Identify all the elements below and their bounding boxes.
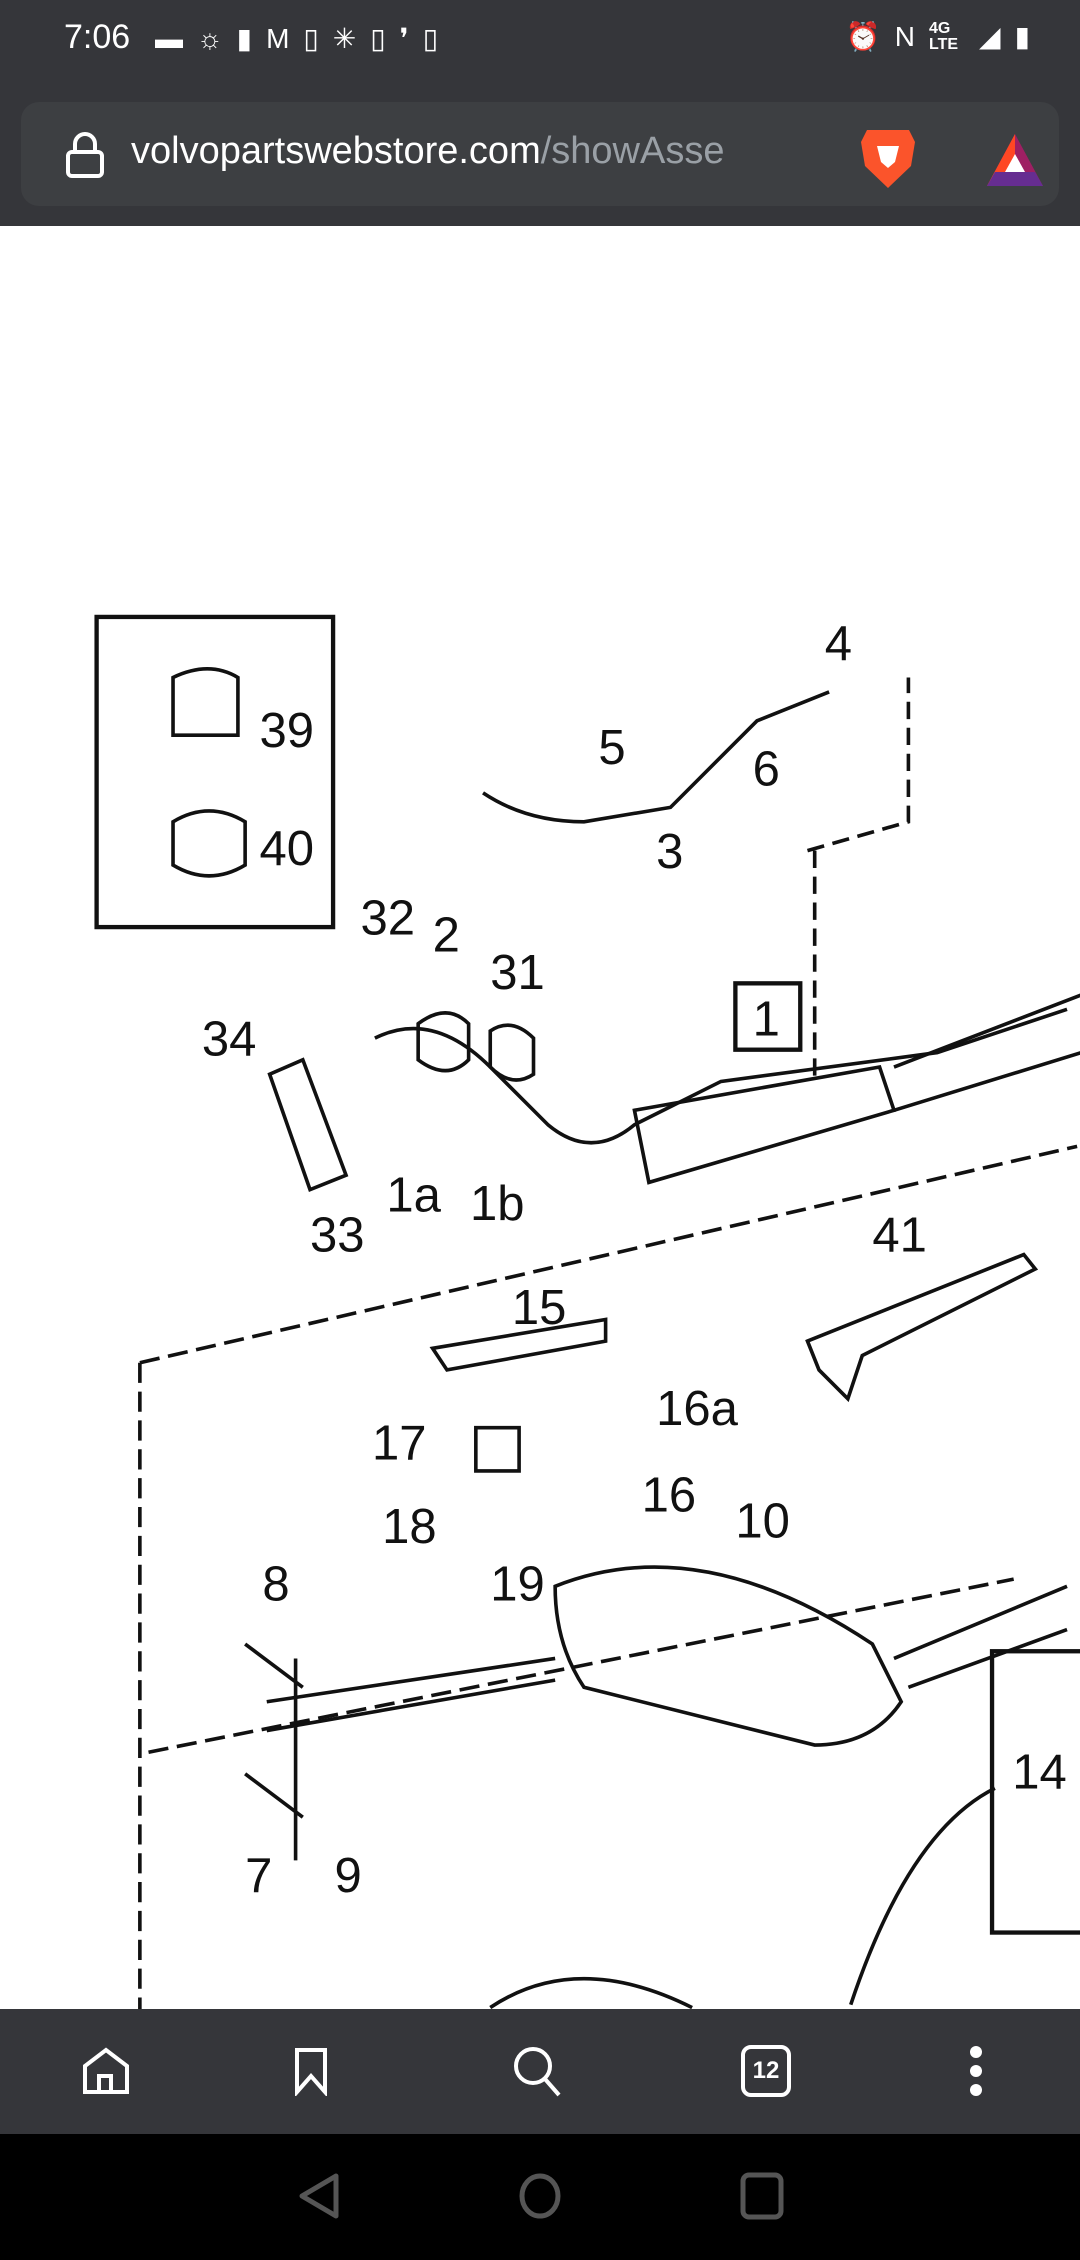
url-text[interactable]: volvopartswebstore.com/showAsse (131, 130, 724, 173)
url-path: /showAsse (540, 130, 725, 172)
callout-label: 34 (202, 1012, 257, 1066)
status-bar: 7:06 ▬☼▮M▯✳▯❜▯ ⏰ N 4G LTE ◢ ▮ (0, 0, 1080, 92)
callout-label: 10 (735, 1494, 790, 1548)
callout-label: 1b (470, 1177, 525, 1231)
callout-label: 4 (825, 617, 852, 671)
battery-icon: ▮ (1014, 21, 1030, 52)
menu-button[interactable] (944, 2039, 1008, 2103)
callout-label: 16a (656, 1382, 739, 1436)
back-icon[interactable] (298, 2172, 342, 2220)
recents-icon[interactable] (740, 2172, 784, 2220)
callout-label: 41 (872, 1209, 927, 1263)
callout-label: 19 (490, 1558, 545, 1612)
callout-label: 8 (262, 1558, 289, 1612)
tab-count: 12 (741, 2045, 791, 2097)
callout-label: 16 (642, 1468, 697, 1522)
callout-label: 17 (372, 1416, 427, 1470)
signal-icon: ◢ (979, 21, 1001, 52)
brave-shield-icon[interactable] (859, 124, 917, 190)
address-bar[interactable]: volvopartswebstore.com/showAsse (21, 102, 1059, 206)
browser-bottom-bar: 12 (0, 2009, 1080, 2134)
callout-label: 2 (433, 909, 460, 963)
search-icon (514, 2047, 561, 2097)
system-navigation-bar (0, 2134, 1080, 2260)
callout-label: 6 (753, 743, 780, 797)
callout-label: 15 (512, 1281, 567, 1335)
callout-label: 9 (335, 1849, 362, 1903)
callout-label: 3 (656, 825, 683, 879)
network-type: 4G LTE (929, 19, 959, 53)
callout-label: 40 (260, 822, 315, 876)
callout-label: 5 (598, 721, 625, 775)
callout-label: 33 (310, 1209, 365, 1263)
callout-label: 14 (1012, 1745, 1067, 1799)
nfc-icon: N (894, 20, 916, 52)
bookmarks-button[interactable] (279, 2039, 343, 2103)
exhaust-parts-diagram: 39 40 32 2 31 34 33 1a 1b 1 5 6 4 3 41 1… (0, 226, 1080, 2009)
more-vert-icon (970, 2046, 982, 2096)
url-domain: volvopartswebstore.com (131, 130, 541, 172)
alarm-icon: ⏰ (845, 21, 881, 52)
callout-label: 7 (245, 1849, 272, 1903)
callout-label: 32 (360, 891, 415, 945)
home-circle-icon[interactable] (518, 2172, 562, 2220)
callout-label: 39 (260, 704, 315, 758)
browser-toolbar: volvopartswebstore.com/showAsse (0, 92, 1080, 226)
notification-icons: ▬☼▮M▯✳▯❜▯ (155, 23, 453, 54)
tabs-button[interactable]: 12 (734, 2039, 798, 2103)
system-status-icons: ⏰ N 4G LTE ◢ ▮ (846, 20, 1030, 53)
callout-label: 1a (386, 1168, 441, 1222)
callout-labels: 39 40 32 2 31 34 33 1a 1b 1 5 6 4 3 41 1… (202, 617, 1067, 1903)
clock: 7:06 (64, 18, 131, 56)
brave-rewards-icon[interactable] (985, 132, 1045, 188)
home-button[interactable] (74, 2039, 138, 2103)
search-button[interactable] (506, 2039, 570, 2103)
callout-label: 31 (490, 946, 545, 1000)
home-icon (83, 2047, 129, 2094)
bookmark-icon (295, 2048, 327, 2096)
callout-label: 18 (382, 1500, 437, 1554)
callout-label: 1 (753, 992, 780, 1046)
lock-icon (66, 132, 104, 178)
